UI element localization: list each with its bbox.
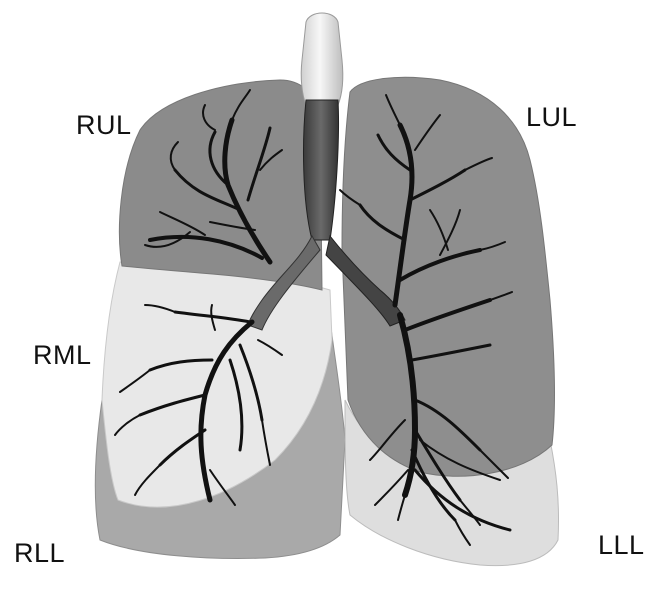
label-rml: RML (33, 342, 92, 369)
label-lul: LUL (526, 104, 577, 131)
label-rll: RLL (14, 540, 65, 567)
left-upper-lobe (342, 77, 554, 476)
trachea-lower (304, 100, 339, 240)
label-rul: RUL (76, 112, 132, 139)
trachea-upper (301, 13, 343, 105)
right-upper-lobe (119, 80, 322, 290)
label-lll: LLL (598, 532, 645, 559)
